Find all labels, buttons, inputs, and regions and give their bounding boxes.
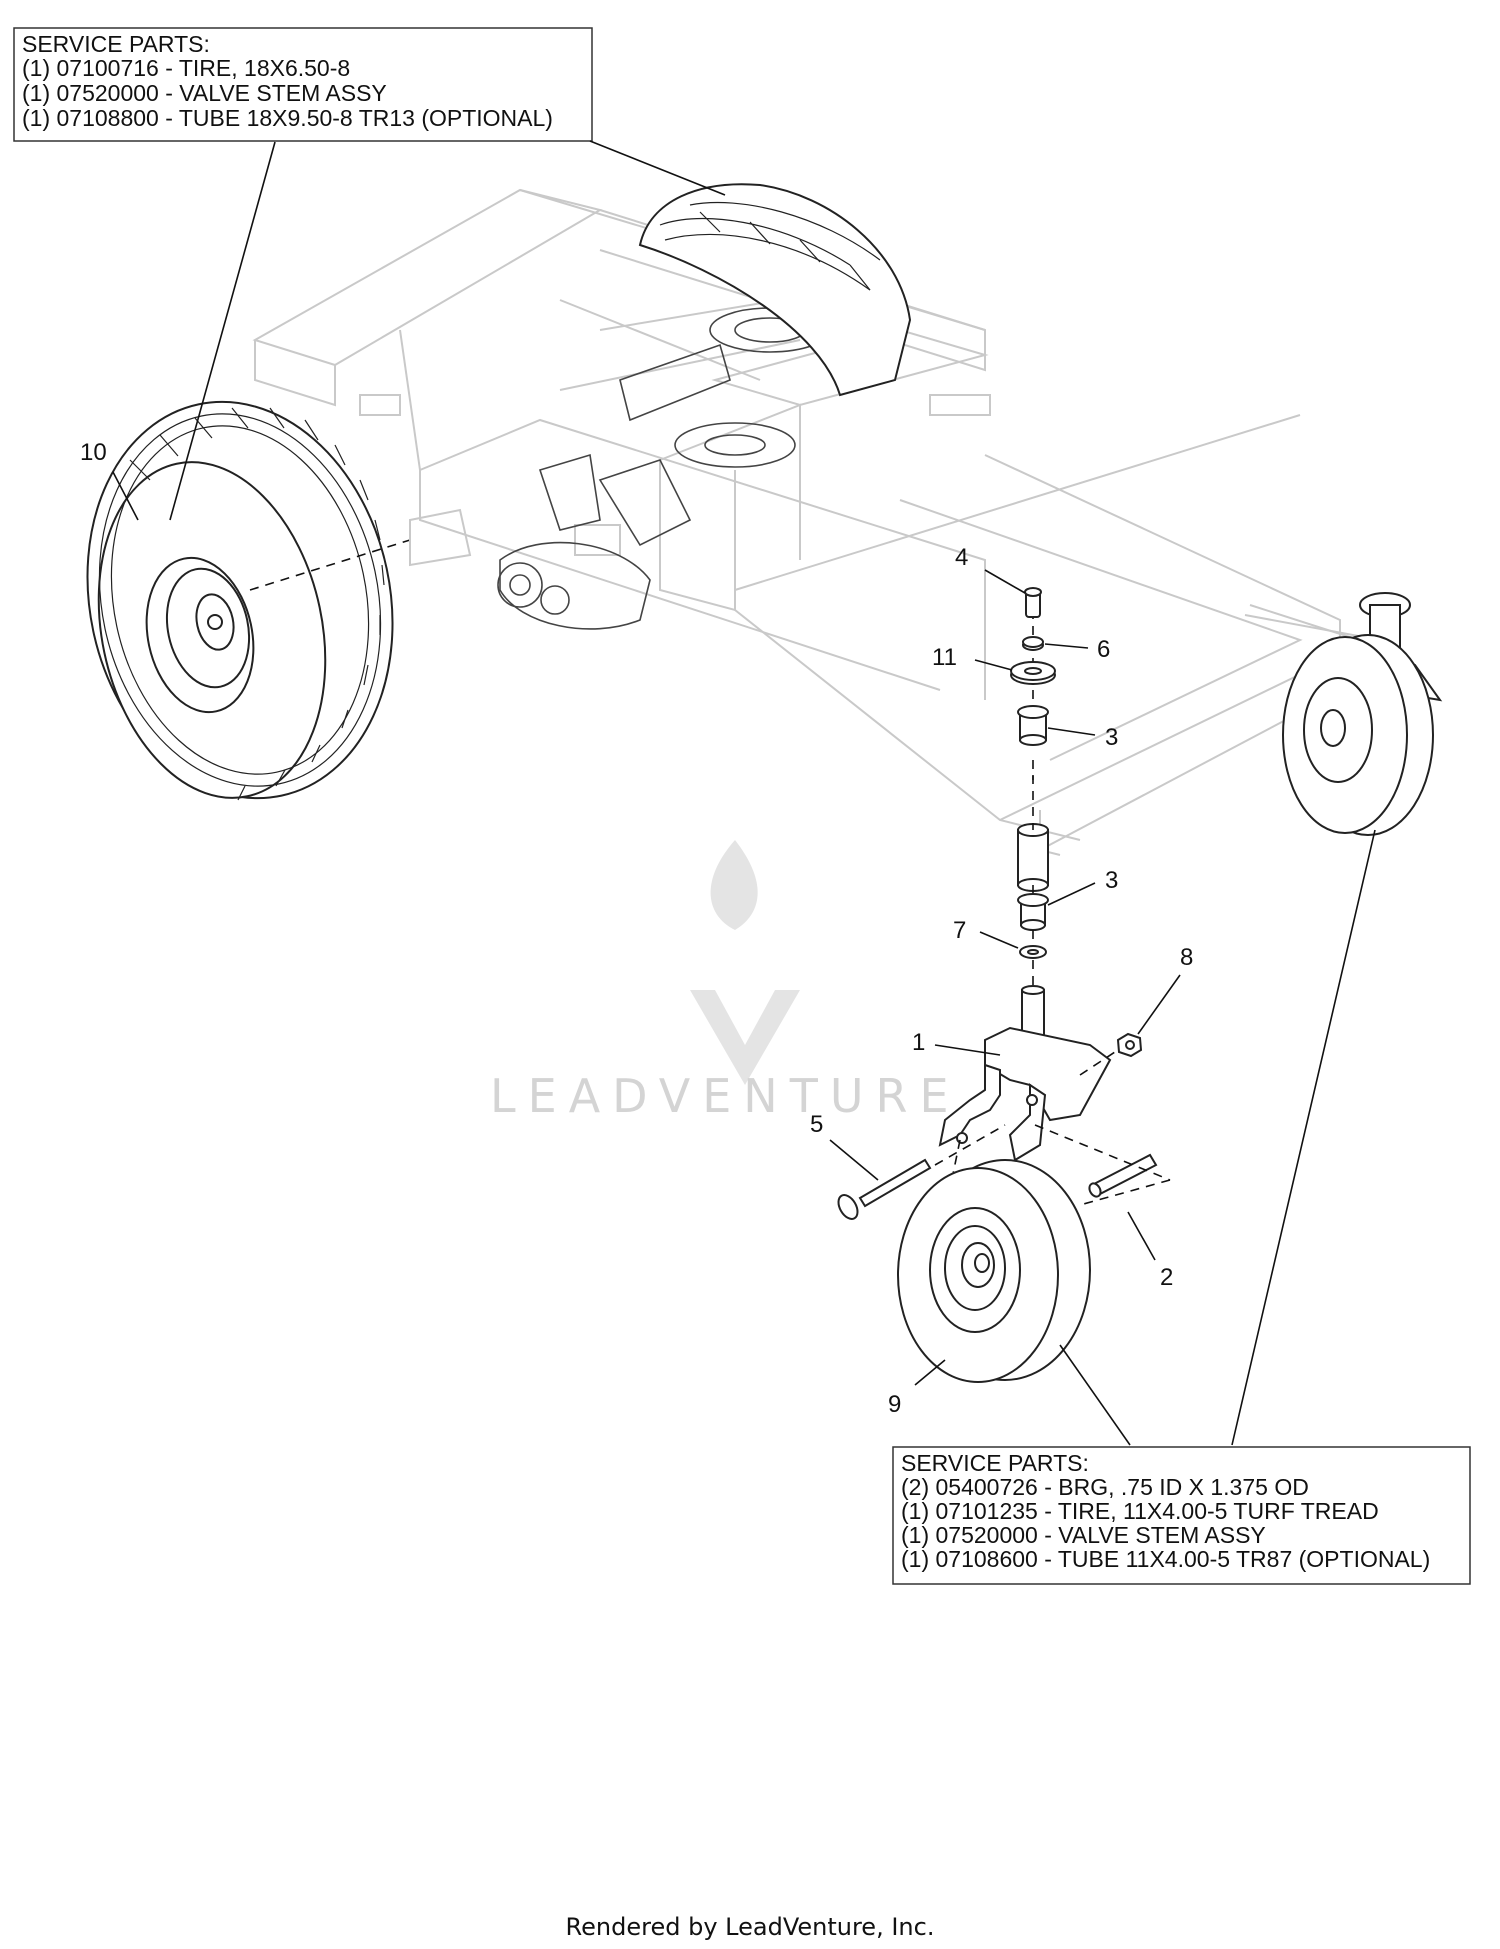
callout-4: 4	[955, 544, 968, 571]
rear-service-line: (1) 07100716 - TIRE, 18X6.50-8	[22, 55, 350, 81]
caster-fork-1	[938, 985, 1112, 1162]
front-service-heading: SERVICE PARTS:	[901, 1450, 1089, 1476]
washer-7	[1019, 945, 1047, 959]
bushing-3-upper	[1017, 705, 1049, 746]
washer-11	[1010, 661, 1056, 685]
watermark: LEADVENTURE	[490, 840, 961, 1123]
nut-8	[1079, 1032, 1143, 1076]
front-service-line: (1) 07108600 - TUBE 11X4.00-5 TR87 (OPTI…	[901, 1546, 1430, 1572]
callout-1: 1	[912, 1029, 925, 1056]
rear-service-line: (1) 07520000 - VALVE STEM ASSY	[22, 80, 387, 106]
front-right-caster	[1282, 592, 1443, 836]
callout-labels: 10 4 6 11 3 3 7 8 1 5 2 9	[80, 439, 1193, 1418]
rear-right-tire	[638, 183, 912, 397]
front-service-parts-box: SERVICE PARTS: (2) 05400726 - BRG, .75 I…	[892, 1446, 1471, 1585]
footer-credit: Rendered by LeadVenture, Inc.	[566, 1913, 935, 1941]
callout-5: 5	[810, 1111, 823, 1138]
transmission-assembly	[497, 307, 831, 630]
callout-8: 8	[1180, 944, 1193, 971]
spacer-2	[1088, 1153, 1158, 1198]
callout-6: 6	[1097, 636, 1110, 663]
callout-11: 11	[932, 644, 957, 671]
callout-10: 10	[80, 439, 107, 466]
rear-service-heading: SERVICE PARTS:	[22, 31, 210, 57]
rear-service-parts-box: SERVICE PARTS: (1) 07100716 - TIRE, 18X6…	[13, 27, 593, 142]
callout-3-lower: 3	[1105, 867, 1118, 894]
callout-9: 9	[888, 1391, 901, 1418]
pivot-tube	[1017, 823, 1049, 892]
watermark-v-icon	[690, 990, 800, 1085]
callout-3-upper: 3	[1105, 724, 1118, 751]
front-service-line: (2) 05400726 - BRG, .75 ID X 1.375 OD	[901, 1474, 1309, 1500]
lock-washer-6	[1022, 636, 1044, 651]
front-wheel-9	[897, 1159, 1091, 1383]
callout-7: 7	[953, 917, 966, 944]
bolt-4	[1024, 587, 1042, 618]
watermark-text: LEADVENTURE	[490, 1069, 961, 1123]
front-service-line: (1) 07520000 - VALVE STEM ASSY	[901, 1522, 1266, 1548]
rear-left-tire	[86, 400, 472, 801]
axle-bolt-5	[837, 1158, 932, 1220]
rear-service-line: (1) 07108800 - TUBE 18X9.50-8 TR13 (OPTI…	[22, 105, 553, 131]
caster-stack	[1010, 587, 1056, 985]
front-service-line: (1) 07101235 - TIRE, 11X4.00-5 TURF TREA…	[901, 1498, 1379, 1524]
bushing-3-lower	[1017, 893, 1049, 931]
watermark-flame-icon	[710, 840, 758, 930]
callout-2: 2	[1160, 1264, 1173, 1291]
